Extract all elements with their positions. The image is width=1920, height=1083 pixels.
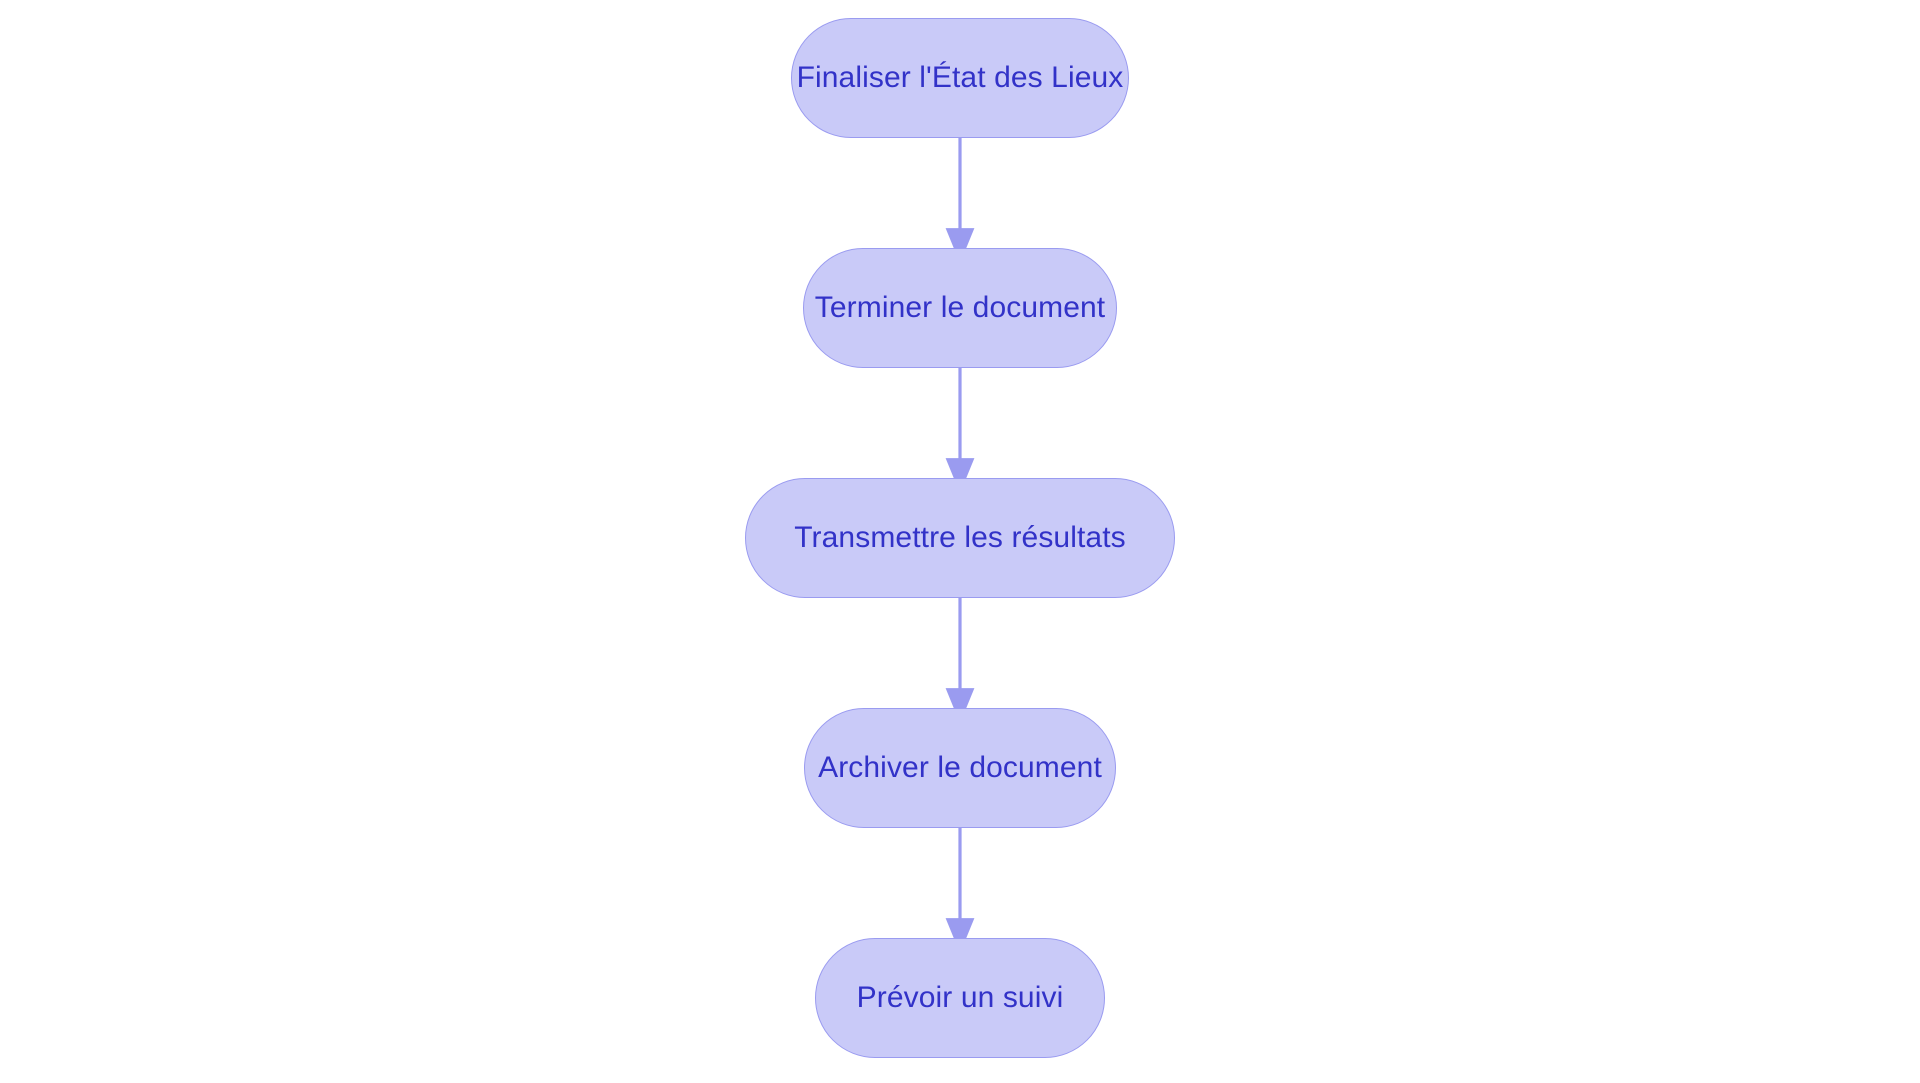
flow-node-transmettre-les-resultats[interactable]: Transmettre les résultats [745, 478, 1175, 598]
flow-node-label: Prévoir un suivi [856, 981, 1064, 1014]
flow-node-finaliser-etat-des-lieux[interactable]: Finaliser l'État des Lieux [791, 18, 1129, 138]
flow-node-label: Terminer le document [814, 291, 1106, 324]
flow-node-label: Archiver le document [818, 751, 1102, 784]
flow-node-archiver-le-document[interactable]: Archiver le document [804, 708, 1116, 828]
flow-node-terminer-le-document[interactable]: Terminer le document [803, 248, 1117, 368]
flow-node-label: Transmettre les résultats [794, 521, 1126, 554]
flow-node-prevoir-un-suivi[interactable]: Prévoir un suivi [815, 938, 1105, 1058]
flow-node-label: Finaliser l'État des Lieux [796, 61, 1124, 94]
